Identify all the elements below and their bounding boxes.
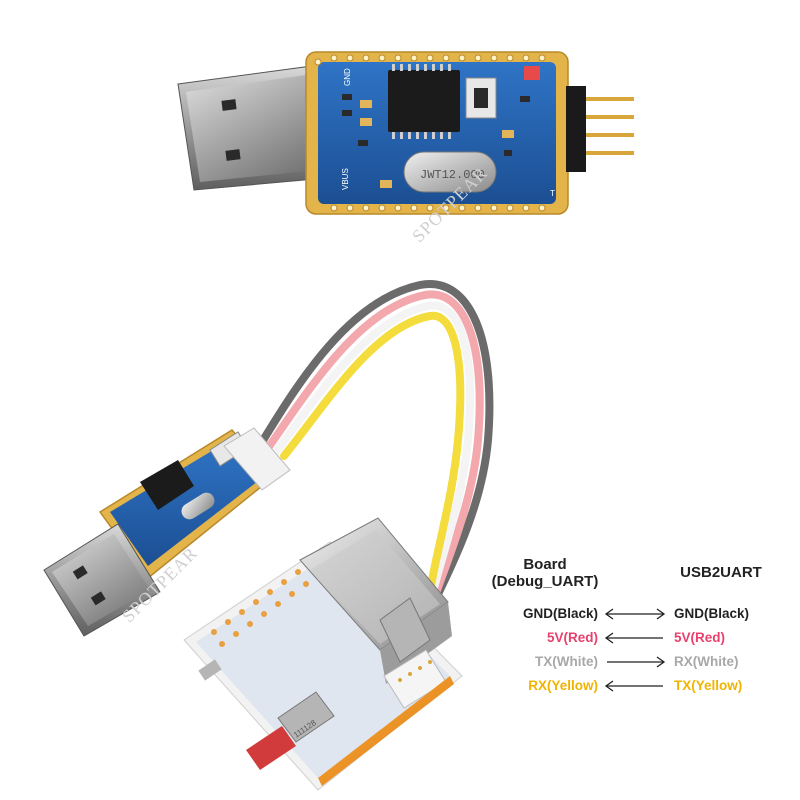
board-pin-label: GND(Black) [522,606,598,621]
board-pin-label: RX(Yellow) [528,678,598,693]
board-header: Board (Debug_UART) [470,556,620,590]
top-usb-uart-adapter: JWT12.000 GND VBUS T [177,51,634,215]
pin-mapping-table: Board (Debug_UART) USB2UART GND(Black)GN… [470,552,790,702]
board-header-line1: Board [523,556,567,573]
usb2uart-pin-label: GND(Black) [674,606,750,621]
silk-label-t: T [550,189,555,198]
usb2uart-pin-label: RX(White) [674,654,739,669]
pin-row-rx: RX(Yellow) TX(Yellow) [470,676,790,698]
crystal-marking: JWT12.000 [420,168,485,182]
usb2uart-header: USB2UART [680,564,762,581]
arrow-left-icon [604,680,663,692]
board-pin-label: 5V(Red) [546,630,598,645]
usb2uart-pin-label: 5V(Red) [674,630,726,645]
usb2uart-pin-label: TX(Yellow) [674,678,743,693]
silk-label-vbus: VBUS [341,168,350,190]
silk-label-gnd: GND [343,68,352,86]
pin-row-5v: 5V(Red) 5V(Red) [470,628,790,650]
board-header-line2: (Debug_UART) [491,573,599,590]
arrow-right-icon [607,656,666,668]
pin-row-gnd: GND(Black) GND(Black) [470,604,790,626]
single-board-computer: 111128 [183,517,463,791]
arrow-left-icon [604,632,663,644]
pin-row-tx: TX(White) RX(White) [470,652,790,674]
dupont-cable [258,280,494,678]
board-pin-label: TX(White) [535,654,598,669]
bottom-usb-uart-adapter [43,427,291,637]
arrow-both-icon [604,608,666,620]
